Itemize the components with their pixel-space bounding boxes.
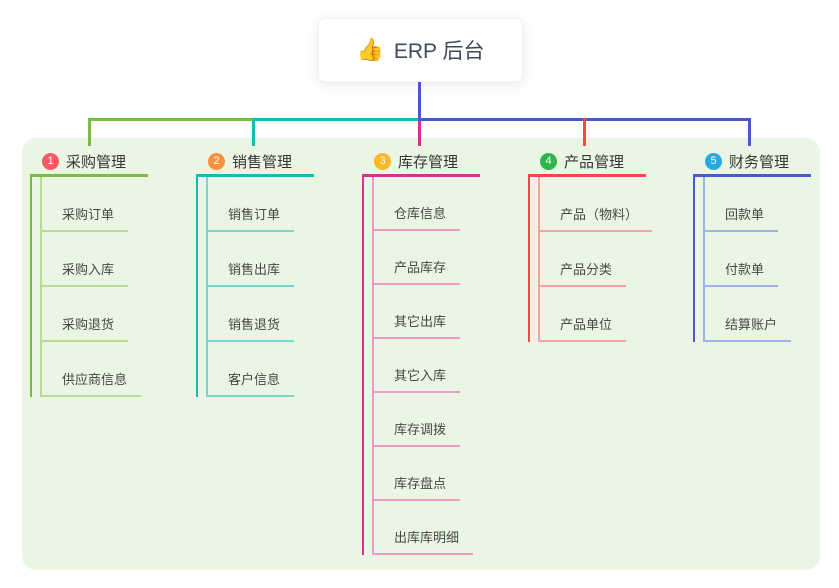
child-spine [703, 177, 705, 342]
branch-sales-children: 销售订单 销售出库 销售退货 客户信息 [196, 177, 314, 397]
node-outbound-detail[interactable]: 出库库明细 [372, 527, 474, 555]
stub-product [583, 118, 586, 146]
node-receipt-bill[interactable]: 回款单 [703, 204, 779, 232]
priority-4-badge: 4 [540, 152, 557, 170]
thumbs-up-icon: 👍 [356, 37, 384, 62]
stub-inventory [418, 121, 421, 146]
node-other-inbound[interactable]: 其它入库 [372, 365, 461, 393]
branch-sales-label: 销售管理 [232, 153, 293, 171]
priority-5-badge: 5 [705, 152, 722, 170]
branch-finance-label: 财务管理 [729, 153, 790, 171]
branch-finance-children: 回款单 付款单 结算账户 [693, 177, 811, 342]
node-stock-transfer[interactable]: 库存调拨 [372, 419, 461, 447]
branch-purchase-children: 采购订单 采购入库 采购退货 供应商信息 [30, 177, 148, 397]
branch-purchase-header[interactable]: 1 采购管理 [30, 148, 148, 177]
node-product-unit[interactable]: 产品单位 [538, 314, 627, 342]
root-connector-line [418, 82, 421, 119]
branches-background-panel [22, 138, 820, 570]
root-node[interactable]: 👍 ERP 后台 [318, 18, 523, 82]
branch-inventory-children: 仓库信息 产品库存 其它出库 其它入库 库存调拨 库存盘点 出库库明细 [362, 177, 480, 555]
node-customer-info[interactable]: 客户信息 [206, 369, 295, 397]
branch-finance: 5 财务管理 回款单 付款单 结算账户 [693, 148, 811, 342]
child-spine [40, 177, 42, 397]
priority-1-badge: 1 [42, 152, 59, 170]
node-sales-outbound[interactable]: 销售出库 [206, 259, 295, 287]
branch-product-children: 产品（物料） 产品分类 产品单位 [528, 177, 653, 342]
node-settlement-account[interactable]: 结算账户 [703, 314, 792, 342]
branch-sales: 2 销售管理 销售订单 销售出库 销售退货 客户信息 [196, 148, 314, 397]
node-product-material[interactable]: 产品（物料） [538, 204, 653, 232]
bus-segment-sales [252, 118, 419, 121]
branch-finance-header[interactable]: 5 财务管理 [693, 148, 811, 177]
bus-segment-purchase [88, 118, 253, 121]
branch-purchase: 1 采购管理 采购订单 采购入库 采购退货 供应商信息 [30, 148, 148, 397]
stub-purchase [88, 118, 91, 146]
node-sales-return[interactable]: 销售退货 [206, 314, 295, 342]
node-purchase-inbound[interactable]: 采购入库 [40, 259, 129, 287]
node-other-outbound[interactable]: 其它出库 [372, 311, 461, 339]
node-warehouse-info[interactable]: 仓库信息 [372, 203, 461, 231]
child-spine [206, 177, 208, 397]
stub-finance [748, 118, 751, 146]
node-purchase-order[interactable]: 采购订单 [40, 204, 129, 232]
child-spine [538, 177, 540, 342]
branch-purchase-label: 采购管理 [66, 153, 127, 171]
branch-product-header[interactable]: 4 产品管理 [528, 148, 646, 177]
node-sales-order[interactable]: 销售订单 [206, 204, 295, 232]
branch-sales-header[interactable]: 2 销售管理 [196, 148, 314, 177]
node-product-stock[interactable]: 产品库存 [372, 257, 461, 285]
node-payment-bill[interactable]: 付款单 [703, 259, 779, 287]
child-spine [372, 177, 374, 555]
node-purchase-return[interactable]: 采购退货 [40, 314, 129, 342]
branch-product: 4 产品管理 产品（物料） 产品分类 产品单位 [528, 148, 653, 342]
node-product-category[interactable]: 产品分类 [538, 259, 627, 287]
root-node-label: ERP 后台 [393, 40, 485, 63]
branch-inventory: 3 库存管理 仓库信息 产品库存 其它出库 其它入库 库存调拨 库存盘点 出库库… [362, 148, 480, 555]
node-stock-count[interactable]: 库存盘点 [372, 473, 461, 501]
priority-2-badge: 2 [208, 152, 225, 170]
node-supplier-info[interactable]: 供应商信息 [40, 369, 142, 397]
priority-3-badge: 3 [374, 152, 391, 170]
branch-product-label: 产品管理 [564, 153, 625, 171]
branch-inventory-header[interactable]: 3 库存管理 [362, 148, 480, 177]
stub-sales [252, 118, 255, 146]
branch-inventory-label: 库存管理 [398, 153, 459, 171]
